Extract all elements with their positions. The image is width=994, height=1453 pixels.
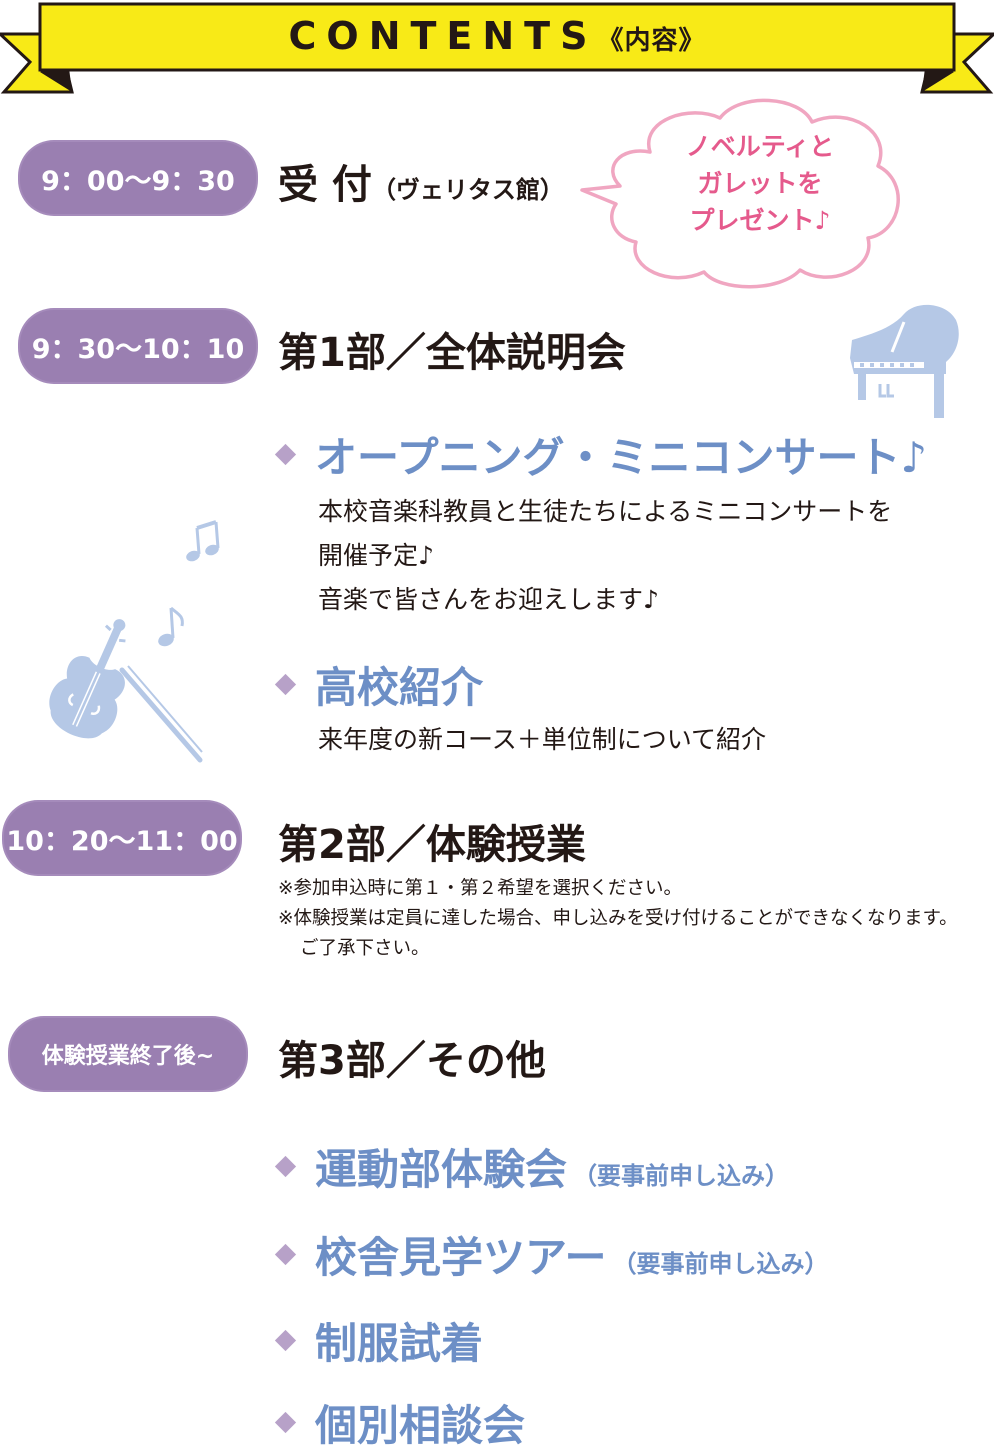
- note-line: ご了承下さい。: [300, 938, 430, 959]
- time-badge-part1: 9：30～10：10: [20, 310, 256, 382]
- campus-tour-note: （要事前申し込み）: [612, 1250, 829, 1278]
- school-intro-description: 来年度の新コース＋単位制について紹介: [318, 718, 766, 762]
- callout-line-2: ガレットを: [697, 169, 823, 198]
- opening-concert-item: オープニング・ミニコンサート♪: [274, 424, 928, 485]
- callout-line-1: ノベルティと: [685, 132, 835, 161]
- callout-text: ノベルティと ガレットを プレゼント♪: [640, 128, 880, 239]
- banner-title: CONTENTS《内容》: [288, 14, 706, 58]
- ribbon-graphic: [0, 2, 994, 94]
- bullet-diamond-icon: [274, 1243, 297, 1266]
- description-line: 来年度の新コース＋単位制について紹介: [318, 725, 767, 754]
- uniform-fitting-item: 制服試着: [274, 1310, 484, 1371]
- sports-club-note: （要事前申し込み）: [573, 1162, 790, 1190]
- part1-heading: 第1部／全体説明会: [278, 330, 626, 376]
- music-note-icon: [158, 606, 184, 647]
- bullet-diamond-icon: [274, 1329, 297, 1352]
- time-badge-reception: 9：00～9：30: [20, 142, 256, 214]
- campus-tour-label: 校舎見学ツアー: [315, 1233, 607, 1282]
- novelty-callout: ノベルティと ガレットを プレゼント♪: [580, 92, 910, 292]
- bullet-diamond-icon: [274, 673, 297, 696]
- description-line: 本校音楽科教員と生徒たちによるミニコンサートを: [318, 497, 893, 526]
- description-line: 開催予定♪: [318, 541, 434, 570]
- sports-club-label: 運動部体験会: [315, 1145, 568, 1194]
- time-badge-part2: 10：20～11：00: [4, 802, 240, 874]
- callout-line-3: プレゼント♪: [689, 206, 831, 235]
- bullet-diamond-icon: [274, 1155, 297, 1178]
- consultation-item: 個別相談会: [274, 1392, 526, 1453]
- note-line: ※体験授業は定員に達した場合、申し込みを受け付けることができなくなります。: [278, 908, 958, 929]
- consultation-label: 個別相談会: [315, 1401, 526, 1450]
- uniform-fitting-label: 制服試着: [315, 1319, 484, 1368]
- opening-concert-description: 本校音楽科教員と生徒たちによるミニコンサートを 開催予定♪ 音楽で皆さんをお迎え…: [318, 490, 892, 622]
- music-note-icon: [186, 520, 220, 562]
- sports-club-item: 運動部体験会 （要事前申し込み）: [274, 1136, 790, 1197]
- part2-notes: ※参加申込時に第１・第２希望を選択ください。 ※体験授業は定員に達した場合、申し…: [278, 874, 958, 964]
- school-intro-item: 高校紹介: [274, 654, 484, 715]
- time-badge-part3: 体験授業終了後~: [10, 1018, 246, 1090]
- piano-icon: [850, 304, 959, 418]
- bullet-diamond-icon: [274, 1411, 297, 1434]
- description-line: 音楽で皆さんをお迎えします♪: [318, 585, 659, 614]
- contents-banner: CONTENTS《内容》: [0, 0, 994, 98]
- violin-icon: [49, 619, 203, 763]
- cloud-shape: [580, 98, 900, 289]
- note-line: ※参加申込時に第１・第２希望を選択ください。: [278, 878, 683, 899]
- part3-heading: 第3部／その他: [278, 1038, 546, 1084]
- reception-heading: 受 付（ヴェリタス館）: [278, 162, 564, 208]
- reception-location: （ヴェリタス館）: [371, 176, 564, 204]
- part2-heading: 第2部／体験授業: [278, 822, 586, 868]
- bullet-diamond-icon: [274, 443, 297, 466]
- opening-concert-label: オープニング・ミニコンサート♪: [315, 433, 928, 482]
- campus-tour-item: 校舎見学ツアー （要事前申し込み）: [274, 1224, 829, 1285]
- school-intro-label: 高校紹介: [315, 663, 484, 712]
- banner-subtitle: 《内容》: [597, 26, 706, 56]
